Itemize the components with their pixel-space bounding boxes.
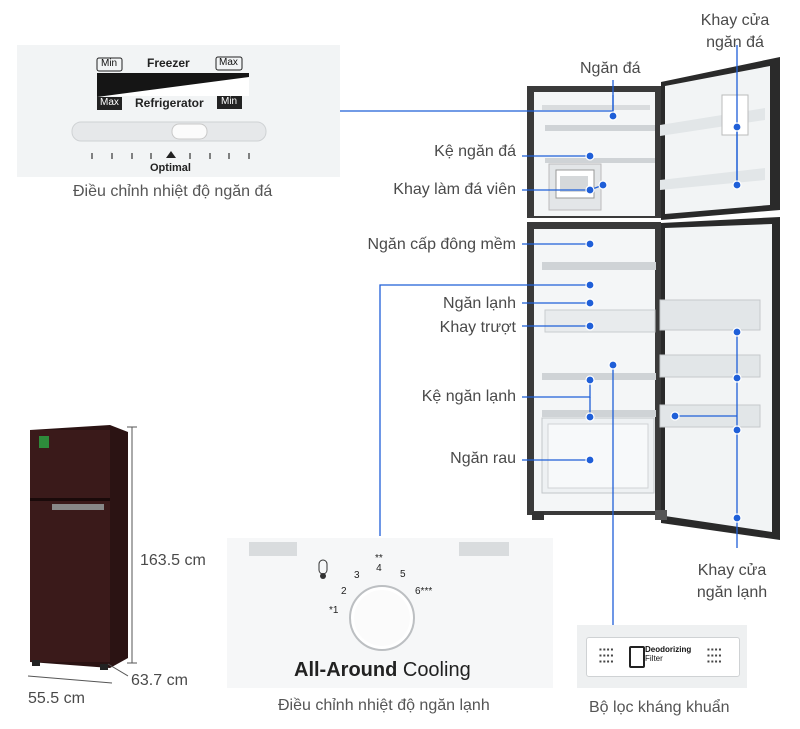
dimension-depth: 63.7 cm xyxy=(131,672,188,689)
max-label-top: Max xyxy=(219,57,238,68)
filter-caption: Bộ lọc kháng khuẩn xyxy=(589,699,730,716)
label-soft-freeze: Ngăn cấp đông mềm xyxy=(367,236,516,253)
freezer-dial-caption: Điều chỉnh nhiệt độ ngăn đá xyxy=(73,183,273,200)
label-vegetable-drawer: Ngăn rau xyxy=(450,450,516,467)
optimal-label: Optimal xyxy=(150,162,191,174)
filter-vent-right: ▪▪▪▪▪▪▪▪▪▪▪▪ xyxy=(707,645,723,666)
label-freezer-compartment: Ngăn đá xyxy=(580,60,641,77)
label-ice-tray: Khay làm đá viên xyxy=(393,181,516,198)
freezer-label: Freezer xyxy=(147,56,190,70)
filter-slot xyxy=(586,637,740,677)
brand-bold: All-Around xyxy=(294,659,398,681)
cooling-dial-panel: *1 2 3 ** 4 5 6*** All-Around Cooling xyxy=(227,538,553,688)
max-label-bottom: Max xyxy=(100,97,119,108)
refrigerator-label: Refrigerator xyxy=(135,96,204,110)
dimension-height: 163.5 cm xyxy=(140,552,206,569)
cooling-tick-1: *1 xyxy=(329,605,339,616)
cooling-tick-2: 2 xyxy=(341,586,347,597)
min-label-bottom: Min xyxy=(221,96,238,107)
label-freezer-shelf: Kệ ngăn đá xyxy=(434,143,516,160)
label-sliding-tray: Khay trượt xyxy=(439,319,516,336)
brand-rest: Cooling xyxy=(397,659,471,681)
min-label-top: Min xyxy=(101,58,118,69)
filter-icon xyxy=(629,646,645,668)
cooling-tick-6: 6*** xyxy=(415,586,433,597)
filter-label-line2: Filter xyxy=(645,654,663,663)
cooling-dial-caption: Điều chỉnh nhiệt độ ngăn lạnh xyxy=(278,697,490,714)
all-around-cooling-logo: All-Around Cooling xyxy=(294,659,471,682)
label-fridge-shelf: Kệ ngăn lạnh xyxy=(421,388,516,405)
label-door-fridge-tray: Khay cửa ngăn lạnh xyxy=(696,562,768,601)
label-fridge-compartment: Ngăn lạnh xyxy=(443,295,516,312)
dimension-width: 55.5 cm xyxy=(28,690,85,707)
cooling-tick-3: 3 xyxy=(354,570,360,581)
filter-label-line1: Deodorizing xyxy=(645,645,692,654)
cooling-tick-5: 5 xyxy=(400,569,406,580)
filter-panel: ▪▪▪▪▪▪▪▪▪▪▪▪ ▪▪▪▪▪▪▪▪▪▪▪▪ Deodorizing Fi… xyxy=(577,625,747,688)
filter-label: Deodorizing Filter xyxy=(645,645,691,663)
label-door-freezer-tray: Khay cửa ngăn đá xyxy=(700,12,770,51)
filter-vent-left: ▪▪▪▪▪▪▪▪▪▪▪▪ xyxy=(599,645,615,666)
freezer-dial-panel: Min Freezer Max Max Refrigerator Min Opt… xyxy=(17,45,340,177)
cooling-tick-4: ** 4 xyxy=(375,553,383,574)
